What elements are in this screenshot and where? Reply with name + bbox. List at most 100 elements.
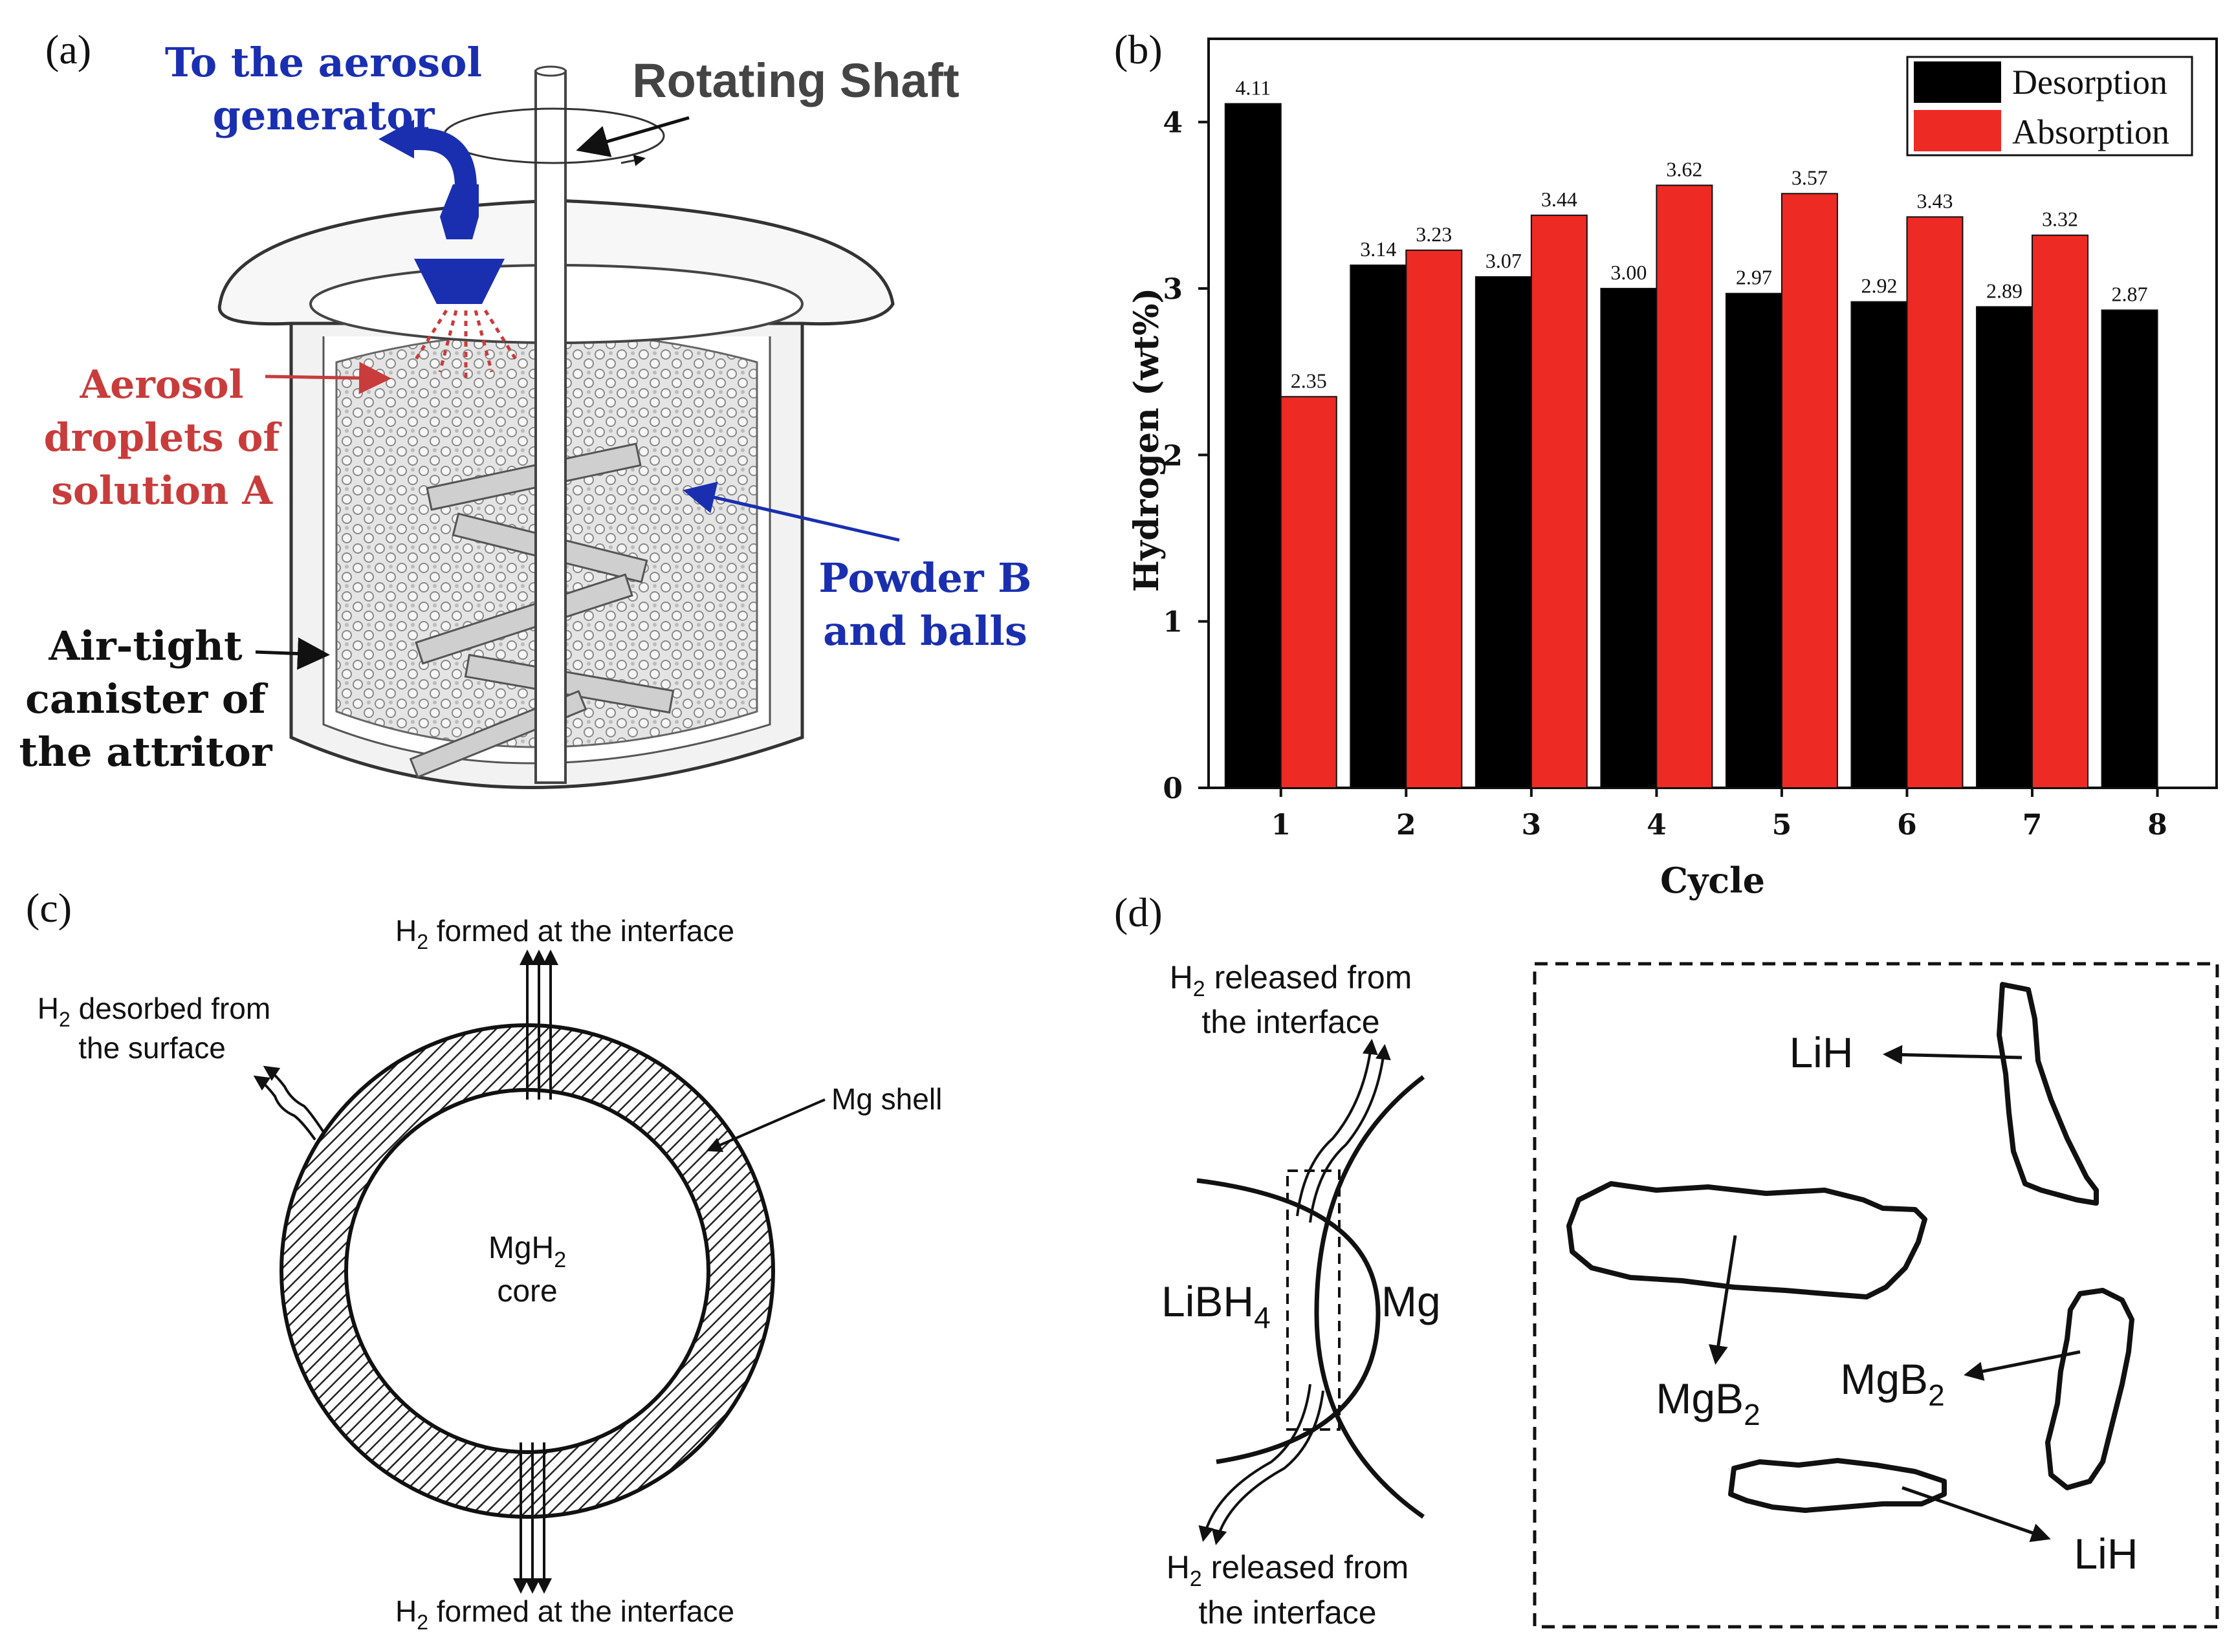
bar-desorption-cycle-5 [1725,292,1782,789]
h2-release-arrows-bottom [1198,1384,1324,1545]
h2-formed-top-label: H2 formed at the interface [395,914,734,953]
x-tick-label-2: 2 [1396,809,1416,842]
bar-desorption-cycle-4 [1600,288,1658,788]
h2-arrows-top [520,950,558,1100]
y-tick-label-3: 3 [1163,273,1183,306]
data-label-desorption-cycle-1: 4.11 [1235,76,1271,99]
droplets-label-3: solution A [51,468,273,514]
h2-release-arrows-top [1296,1039,1391,1223]
x-axis-ticks: 1 2 3 4 5 6 7 8 [1271,788,2167,842]
chart-legend: Desorption Absorption [1906,56,2193,157]
panel-b-label: (b) [1114,27,1163,72]
core-label-2: core [497,1274,557,1309]
libh4-label: LiBH4 [1161,1277,1271,1334]
x-tick-label-3: 3 [1522,809,1542,842]
libh4-boundary [1196,1178,1381,1464]
mgb2-left-label: MgB2 [1656,1375,1760,1431]
data-label-desorption-cycle-4: 3.00 [1610,261,1647,284]
mgb2-particle-right [2045,1288,2134,1490]
panel-b: (b) 4.11 2.35 3.14 3.23 3.07 3.44 3.00 3.62 2.97… [1114,27,2218,901]
data-label-desorption-cycle-3: 3.07 [1485,249,1522,272]
data-label-desorption-cycle-5: 2.97 [1736,266,1772,289]
x-tick-label-6: 6 [1897,809,1917,842]
hydrogen-cycling-chart: 4.112.353.143.233.073.443.003.622.973.57… [1127,38,2218,901]
canister-label-1: Air-tight [48,622,243,669]
h2-desorbed-label-1: H2 desorbed from [38,992,270,1031]
particle-arrows [1708,1045,2081,1542]
powder-label-1: Powder B [818,554,1031,602]
mgh2-core [344,1088,710,1454]
x-tick-label-8: 8 [2147,809,2167,842]
y-tick-label-1: 1 [1163,606,1183,639]
droplets-arrow [265,362,391,395]
mg-shell-arrow [706,1098,826,1153]
bar-desorption-cycle-7 [1976,306,2033,789]
canister-label-2: canister of [25,675,268,723]
x-tick-label-4: 4 [1647,809,1667,842]
bar-desorption-cycle-8 [2101,309,2158,789]
rotating-shaft-label: Rotating Shaft [632,54,959,107]
lih-top-label: LiH [1789,1028,1853,1076]
canister-label-3: the attritor [19,728,272,776]
x-tick-label-5: 5 [1772,809,1792,842]
y-tick-label-2: 2 [1163,439,1183,472]
particle-shapes [1566,982,2134,1513]
aerosol-generator-label-2: generator [213,92,435,139]
canister-arrow [255,637,330,670]
legend-absorption: Absorption [2012,113,2169,151]
data-label-absorption-cycle-7: 3.32 [2042,208,2078,231]
panel-c-label: (c) [26,885,72,931]
bar-absorption-cycle-3 [1530,214,1588,789]
legend-desorption: Desorption [2012,63,2167,102]
panel-d: (d) H2 released from the interface H2 re… [1114,889,2219,1631]
bar-desorption-cycle-2 [1350,264,1407,788]
panel-a: (a) [19,27,1032,789]
bar-desorption-cycle-1 [1224,103,1282,789]
data-label-desorption-cycle-2: 3.14 [1360,237,1396,261]
data-label-absorption-cycle-4: 3.62 [1666,157,1702,180]
data-label-absorption-cycle-1: 2.35 [1291,369,1327,392]
aerosol-nozzle [440,184,479,239]
bar-absorption-cycle-2 [1405,249,1463,788]
data-label-desorption-cycle-7: 2.89 [1986,279,2022,302]
h2-desorbed-arrows [253,1065,325,1141]
h2-arrows-bottom [513,1442,552,1594]
legend-swatch-desorption [1914,61,2001,103]
mgb2-right-label: MgB2 [1840,1355,1944,1412]
aerosol-generator-label-1: To the aerosol [165,39,482,86]
mgb2-particle-left [1566,1181,1927,1299]
core-label-1: MgH2 [488,1231,566,1272]
lih-bottom-label: LiH [2074,1530,2138,1578]
x-tick-label-1: 1 [1271,809,1291,842]
x-tick-label-7: 7 [2022,809,2043,842]
bar-absorption-cycle-4 [1656,184,1713,789]
bar-desorption-cycle-3 [1474,276,1532,788]
rotating-shaft [534,70,567,784]
panel-d-label: (d) [1114,889,1163,935]
bar-desorption-cycle-6 [1850,301,1908,788]
h2-released-top-label-2: the interface [1201,1004,1379,1040]
y-axis-title: Hydrogen (wt%) [1127,288,1167,592]
microstructure-box [1533,962,2219,1629]
h2-desorbed-label-2: the surface [78,1031,226,1065]
shaft-arrow [576,116,690,157]
bar-absorption-cycle-5 [1781,193,1838,788]
aerosol-spray [412,309,520,378]
data-label-desorption-cycle-8: 2.87 [2112,282,2148,305]
data-label-absorption-cycle-6: 3.43 [1916,189,1953,212]
y-tick-label-0: 0 [1163,772,1183,805]
powder-arrow [683,481,900,542]
lih-particle-bottom [1728,1458,1947,1513]
panel-c: (c) MgH2 core H2 formed at the interface… [26,885,942,1634]
canister-illustration [217,65,895,789]
mg-shell-label: Mg shell [831,1082,942,1116]
bar-absorption-cycle-7 [2032,234,2089,788]
legend-swatch-absorption [1914,110,2001,151]
h2-formed-bottom-label: H2 formed at the interface [395,1594,734,1634]
data-label-absorption-cycle-3: 3.44 [1541,188,1577,211]
droplets-label-1: Aerosol [80,362,244,408]
data-label-absorption-cycle-2: 3.23 [1416,223,1452,246]
h2-released-bottom-label-1: H2 released from [1167,1549,1409,1591]
